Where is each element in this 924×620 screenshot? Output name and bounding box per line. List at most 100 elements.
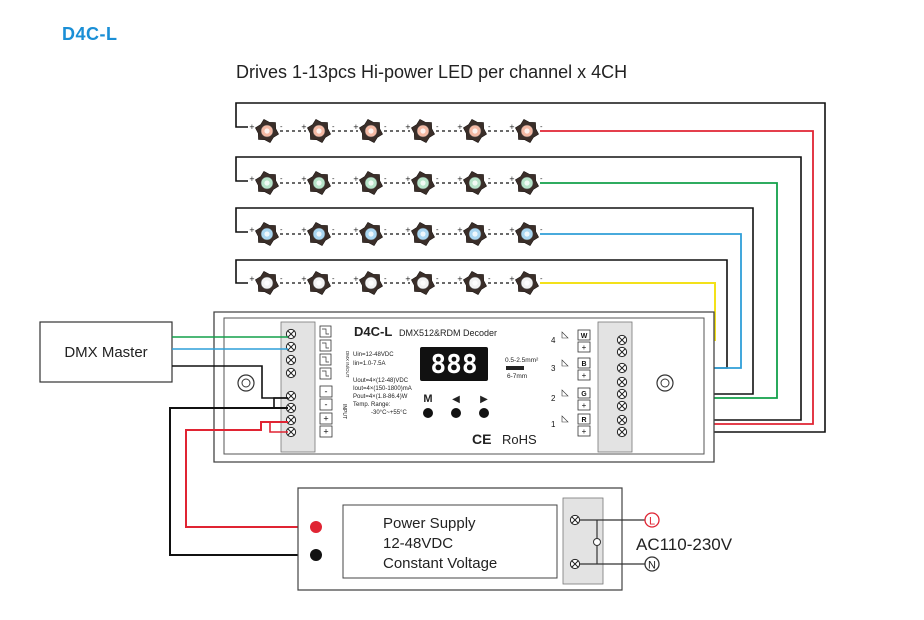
svg-text:-: - [280,175,283,183]
svg-text:+: + [301,123,307,131]
left-terminal-screw-4 [285,367,297,379]
svg-text:+: + [457,226,463,234]
led-white-2: +- [301,271,358,295]
power-supply-line-3: Constant Voltage [383,555,497,572]
left-terminal-screw-2 [285,341,297,353]
svg-text:+: + [509,275,515,283]
channel-tag-B: B [581,361,586,368]
led-green-3: +- [353,171,410,195]
svg-text:+: + [509,175,515,183]
svg-text:-: - [488,175,491,183]
led-red-3: +- [353,119,410,143]
power-supply [297,487,623,591]
svg-text:-: - [540,275,543,283]
wire-spec-strip: 6-7mm [507,373,527,380]
svg-text:+: + [249,275,255,283]
led-green-1: +- [249,171,306,195]
spec-line-5: Pout=4×(1.8-86.4)W [353,394,408,400]
left-button-label: ◀ [452,394,460,405]
svg-text:+: + [301,275,307,283]
led-red-4: +- [405,119,462,143]
svg-text:+: + [405,123,411,131]
svg-text:-: - [488,275,491,283]
channel-plus-4: + [582,427,587,436]
left-button[interactable] [451,408,461,418]
svg-text:+: + [249,175,255,183]
decoder-model: D4C-L [354,324,392,339]
led-white-5: +- [457,271,514,295]
right-button[interactable] [479,408,489,418]
svg-text:+: + [249,226,255,234]
channel-plus-2: + [582,371,587,380]
spec-line-3: Uout=4×(12-48)VDC [353,378,409,384]
led-white-1: +- [249,271,306,295]
input-sign-3: + [323,414,328,424]
svg-text:-: - [384,275,387,283]
led-green-5: +- [457,171,514,195]
svg-text:-: - [384,175,387,183]
dc-power-wires [169,397,315,556]
right-terminal-screw-6 [616,400,628,412]
input-sign-1: - [325,387,328,397]
svg-text:-: - [436,275,439,283]
svg-text:+: + [405,175,411,183]
right-terminal-screw-7 [616,414,628,426]
live-label: L [649,516,655,528]
m-button-label: M [423,393,432,405]
power-supply-line-2: 12-48VDC [383,535,453,552]
led-blue-4: +- [405,222,462,246]
dmx-port-icon-2 [319,339,332,352]
channel-tag-G: G [581,391,587,398]
led-blue-3: +- [353,222,410,246]
rohs-mark: RoHS [502,432,537,447]
svg-text:+: + [353,226,359,234]
right-button-label: ▶ [480,394,488,405]
spec-line-6: Temp. Range: [353,402,391,408]
svg-text:+: + [353,275,359,283]
neutral-label: N [648,560,656,572]
input-label: INPUT [341,404,347,419]
svg-text:-: - [280,123,283,131]
channel-number-1: 1 [551,420,556,429]
m-button[interactable] [423,408,433,418]
right-terminal-screw-4 [616,376,628,388]
svg-text:+: + [405,275,411,283]
dmx-in-out-label: DMX IN/OUT [345,351,350,378]
ps-positive-terminal [310,521,322,533]
left-terminal-screw-5 [285,390,297,402]
right-terminal-screw-2 [616,346,628,358]
ce-mark: CE [472,431,491,447]
dmx-port-icon-4 [319,367,332,380]
svg-text:+: + [301,226,307,234]
ps-negative-terminal [310,549,322,561]
spec-line-2: Iin=1.0-7.5A [353,361,386,367]
svg-text:-: - [332,123,335,131]
svg-text:+: + [509,123,515,131]
channel-plus-3: + [582,401,587,410]
svg-text:-: - [488,226,491,234]
decoder-housing [213,311,715,463]
channel-tag-R: R [581,417,586,424]
channel-plus-1: + [582,343,587,352]
dmx-port-icon-3 [319,353,332,366]
spec-line-1: Uin=12-48VDC [353,352,394,358]
svg-text:-: - [436,123,439,131]
left-terminal-symbols: --++ [319,325,333,438]
spec-line-4: Iout=4×(150-1800)mA [353,386,412,392]
page-title: D4C-L [62,24,118,44]
led-green-4: +- [405,171,462,195]
svg-text:-: - [332,175,335,183]
input-sign-2: - [325,400,328,410]
svg-text:-: - [332,275,335,283]
right-terminal-screw-1 [616,334,628,346]
right-terminal-screw-3 [616,362,628,374]
neutral-terminal-icon [644,556,660,572]
spec-text: Uin=12-48VDC Iin=1.0-7.5A Uout=4×(12-48)VD… [353,352,412,416]
channel-number-3: 3 [551,364,556,373]
svg-text:+: + [353,175,359,183]
led-green-6: +- [509,171,543,195]
led-white-6: +- [509,271,543,295]
led-red-6: +- [509,119,543,143]
channel-tag-W: W [581,333,588,340]
